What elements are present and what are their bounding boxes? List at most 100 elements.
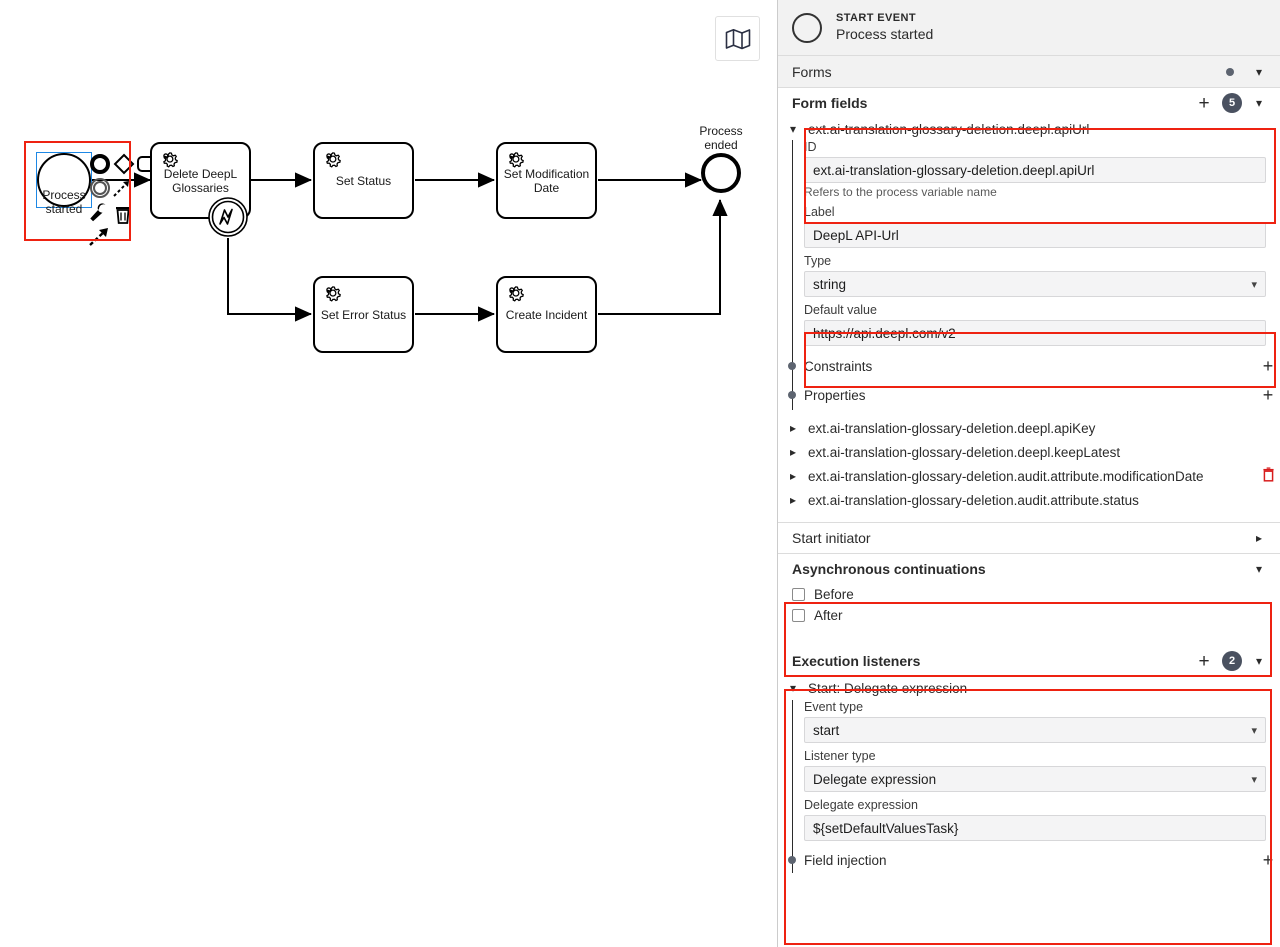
subgroup-constraints[interactable]: Constraints +	[788, 352, 1280, 380]
group-header-form-fields[interactable]: Form fields + 5 ▾	[778, 88, 1280, 118]
before-checkbox[interactable]	[792, 588, 805, 601]
field-type-label: Type	[804, 254, 832, 268]
form-field-title: ext.ai-translation-glossary-deletion.dee…	[808, 420, 1096, 436]
after-checkbox[interactable]	[792, 609, 805, 622]
field-id-hint: Refers to the process variable name	[804, 185, 997, 199]
chevron-right-icon[interactable]: ▸	[1255, 531, 1263, 545]
append-gateway-icon[interactable]	[112, 152, 136, 176]
task-label: Set Error Status	[320, 307, 407, 322]
group-title-async-continuations: Asynchronous continuations	[792, 561, 986, 577]
element-type-label: START EVENT	[836, 11, 916, 24]
group-header-async-continuations[interactable]: Asynchronous continuations ▾	[778, 554, 1280, 584]
group-header-execution-listeners[interactable]: Execution listeners + 2 ▾	[778, 646, 1280, 676]
add-property-button[interactable]: +	[1262, 385, 1274, 405]
field-label-input[interactable]: DeepL API-Url	[804, 222, 1266, 248]
delegate-expression-input[interactable]: ${setDefaultValuesTask}	[804, 815, 1266, 841]
end-event-shape[interactable]	[700, 152, 742, 194]
chevron-down-icon[interactable]: ▾	[1255, 96, 1263, 110]
group-execution-listeners: Execution listeners + 2 ▾ ▾ Start: Deleg…	[778, 646, 1280, 873]
form-field-expanded: ▾ ext.ai-translation-glossary-deletion.d…	[778, 118, 1280, 410]
chevron-down-icon: ▾	[1251, 724, 1257, 737]
chevron-right-icon[interactable]: ▸	[790, 493, 797, 507]
chevron-down-icon[interactable]: ▾	[790, 681, 797, 695]
chevron-down-icon: ▾	[1251, 773, 1257, 786]
task-set-error-status[interactable]: Set Error Status	[313, 276, 414, 353]
event-type-value: start	[813, 722, 840, 738]
execution-listeners-count-badge: 2	[1222, 651, 1242, 671]
checkbox-row-after[interactable]: After	[778, 605, 1280, 626]
chevron-right-icon[interactable]: ▸	[790, 445, 797, 459]
field-injection-label: Field injection	[804, 852, 887, 868]
field-id: ID ext.ai-translation-glossary-deletion.…	[804, 140, 1280, 199]
form-field-entry-title: ext.ai-translation-glossary-deletion.dee…	[808, 121, 1090, 137]
start-event-label: Process started	[42, 188, 86, 216]
task-label: Create Incident	[505, 307, 588, 322]
map-icon	[725, 28, 750, 49]
gear-icon	[509, 286, 524, 302]
sequence-flows	[83, 172, 728, 322]
subgroup-properties[interactable]: Properties +	[788, 380, 1280, 410]
form-field-row[interactable]: ▸ ext.ai-translation-glossary-deletion.a…	[778, 488, 1280, 512]
gear-icon	[509, 152, 524, 168]
gear-icon	[163, 152, 178, 168]
add-execution-listener-button[interactable]: +	[1198, 650, 1210, 672]
chevron-down-icon: ▾	[1251, 278, 1257, 291]
connect-arrow-icon[interactable]	[88, 226, 112, 248]
forms-configured-dot	[1226, 67, 1234, 76]
group-header-start-initiator[interactable]: Start initiator ▸	[778, 522, 1280, 554]
element-name-label: Process started	[836, 25, 934, 42]
listener-entry-title: Start: Delegate expression	[808, 680, 968, 696]
error-boundary-event[interactable]	[207, 196, 249, 238]
dashed-arrow-icon[interactable]	[112, 178, 134, 200]
properties-panel[interactable]: START EVENT Process started Forms ▾ Form…	[778, 0, 1280, 947]
field-id-label: ID	[804, 140, 817, 154]
field-listener-type: Listener type Delegate expression ▾	[804, 749, 1280, 792]
add-field-injection-button[interactable]: +	[1262, 850, 1274, 870]
task-set-status[interactable]: Set Status	[313, 142, 414, 219]
minimap-toggle-button[interactable]	[715, 16, 760, 61]
append-end-event-icon[interactable]	[88, 152, 112, 176]
event-type-select[interactable]: start ▾	[804, 717, 1266, 743]
listener-entry-header[interactable]: ▾ Start: Delegate expression	[778, 676, 1280, 700]
listener-details: Event type start ▾ Listener type Delegat…	[778, 700, 1280, 873]
form-field-row[interactable]: ▸ ext.ai-translation-glossary-deletion.d…	[778, 440, 1280, 464]
start-event-shape[interactable]	[36, 152, 92, 208]
listener-type-select[interactable]: Delegate expression ▾	[804, 766, 1266, 792]
chevron-right-icon[interactable]: ▸	[790, 469, 797, 483]
add-constraint-button[interactable]: +	[1262, 356, 1274, 376]
form-field-details: ID ext.ai-translation-glossary-deletion.…	[778, 140, 1280, 410]
append-intermediate-event-icon[interactable]	[88, 176, 112, 200]
chevron-down-icon[interactable]: ▾	[1255, 562, 1263, 576]
checkbox-row-before[interactable]: Before	[778, 584, 1280, 605]
subgroup-field-injection[interactable]: Field injection +	[788, 847, 1280, 873]
form-field-title: ext.ai-translation-glossary-deletion.aud…	[808, 468, 1204, 484]
form-field-entry-header[interactable]: ▾ ext.ai-translation-glossary-deletion.d…	[778, 118, 1280, 140]
field-default-value-label: Default value	[804, 303, 877, 317]
field-event-type: Event type start ▾	[804, 700, 1280, 743]
group-async-continuations: Asynchronous continuations ▾ Before Afte…	[778, 554, 1280, 626]
group-header-forms[interactable]: Forms ▾	[778, 56, 1280, 88]
bpmn-canvas[interactable]: Process started	[0, 0, 778, 947]
form-field-row[interactable]: ▸ ext.ai-translation-glossary-deletion.a…	[778, 464, 1280, 488]
wrench-icon[interactable]	[88, 202, 112, 226]
form-field-title: ext.ai-translation-glossary-deletion.aud…	[808, 492, 1139, 508]
delete-form-field-button[interactable]	[1256, 467, 1280, 485]
chevron-down-icon[interactable]: ▾	[790, 122, 797, 136]
field-label: Label DeepL API-Url	[804, 205, 1280, 248]
chevron-down-icon[interactable]: ▾	[1255, 654, 1263, 668]
delete-icon[interactable]	[113, 203, 133, 225]
field-type-select[interactable]: string ▾	[804, 271, 1266, 297]
panel-header: START EVENT Process started	[778, 0, 1280, 56]
field-id-input[interactable]: ext.ai-translation-glossary-deletion.dee…	[804, 157, 1266, 183]
add-form-field-button[interactable]: +	[1198, 92, 1210, 114]
task-set-modification-date[interactable]: Set Modification Date	[496, 142, 597, 219]
group-title-execution-listeners: Execution listeners	[792, 653, 921, 669]
field-default-value-input[interactable]: https://api.deepl.com/v2	[804, 320, 1266, 346]
form-field-title: ext.ai-translation-glossary-deletion.dee…	[808, 444, 1121, 460]
chevron-down-icon[interactable]: ▾	[1255, 64, 1263, 79]
chevron-right-icon[interactable]: ▸	[790, 421, 797, 435]
group-title-start-initiator: Start initiator	[792, 530, 871, 546]
task-create-incident[interactable]: Create Incident	[496, 276, 597, 353]
form-field-row[interactable]: ▸ ext.ai-translation-glossary-deletion.d…	[778, 416, 1280, 440]
event-type-label: Event type	[804, 700, 864, 714]
